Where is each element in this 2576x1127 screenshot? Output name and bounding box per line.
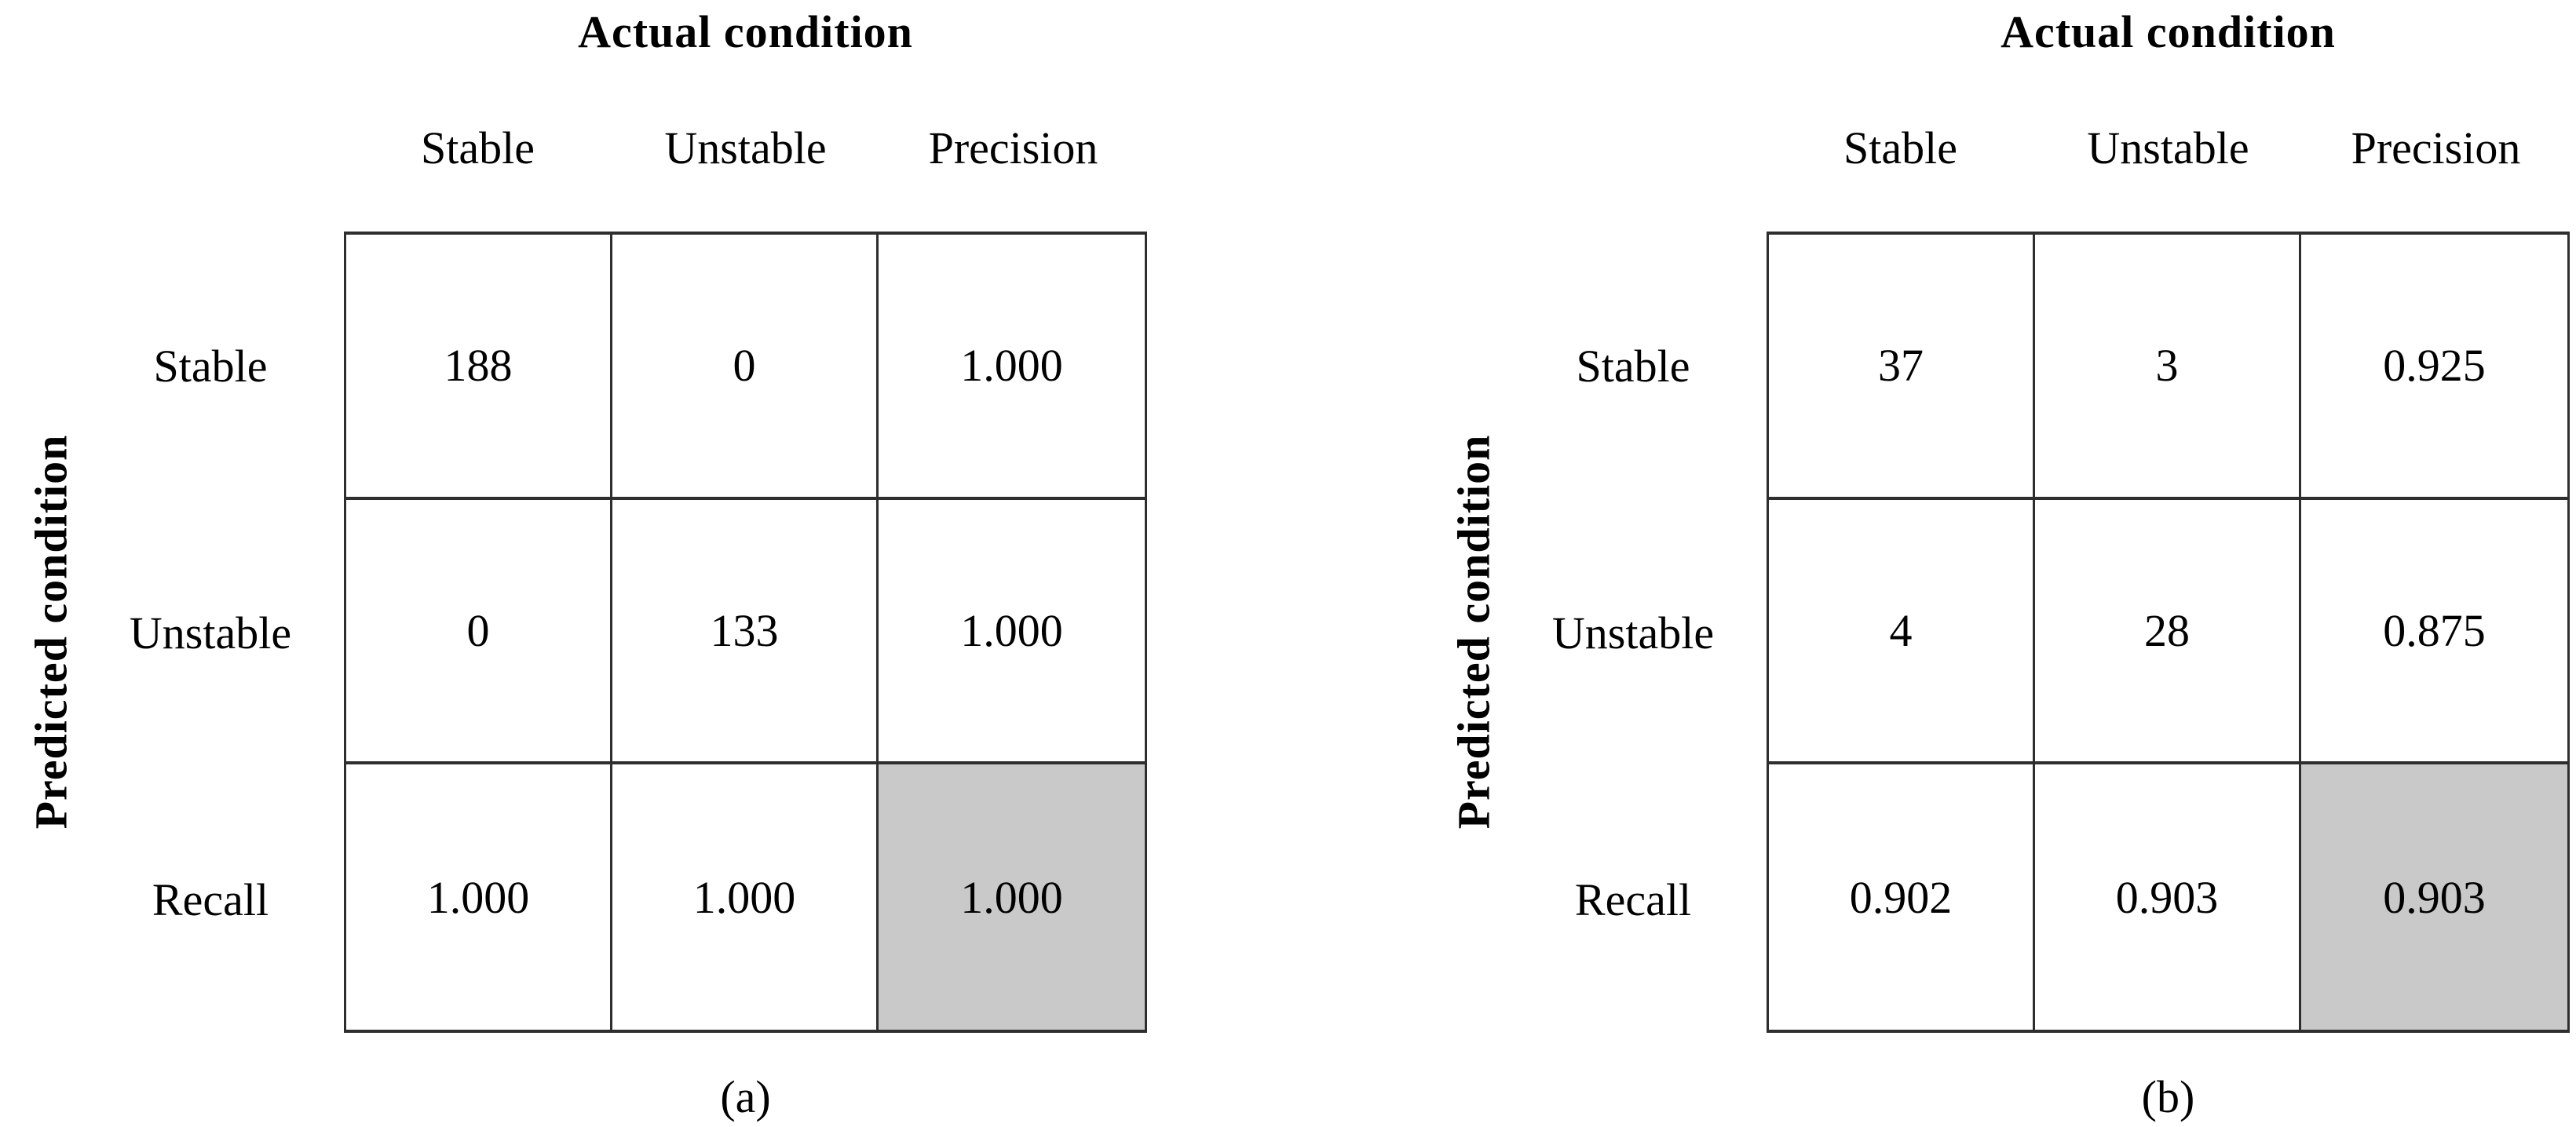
row-label-recall-a: Recall [152, 874, 269, 925]
row-label-unstable-a: Unstable [129, 607, 292, 658]
matrix-cell-b-r2c2-accuracy: 0.903 [2301, 764, 2567, 1030]
matrix-cell-a-r0c0: 188 [346, 235, 612, 500]
caption-b: (b) [2141, 1070, 2195, 1122]
matrix-cell-a-r1c1: 133 [612, 499, 879, 765]
matrix-cell-a-r1c0: 0 [346, 499, 612, 765]
matrix-cell-a-r2c0: 1.000 [346, 764, 612, 1030]
column-header-precision-a: Precision [928, 122, 1098, 173]
column-headers-a: Stable Unstable Precision [344, 116, 1147, 179]
matrix-cell-b-r2c1: 0.903 [2035, 764, 2301, 1030]
row-label-stable-a: Stable [153, 340, 268, 392]
column-header-precision-b: Precision [2351, 122, 2521, 173]
column-headers-b: Stable Unstable Precision [1767, 116, 2570, 179]
confusion-matrix-b: 37 3 0.925 4 28 0.875 0.902 0.903 0.903 [1767, 232, 2570, 1033]
actual-condition-title-a: Actual condition [578, 5, 913, 57]
matrix-cell-a-r2c1: 1.000 [612, 764, 879, 1030]
matrix-cell-a-r0c1: 0 [612, 235, 879, 500]
row-label-stable-b: Stable [1576, 340, 1690, 392]
matrix-cell-b-r0c2: 0.925 [2301, 235, 2567, 500]
panel-b: Actual condition Predicted condition Sta… [1423, 0, 2576, 1127]
column-header-unstable-b: Unstable [2087, 122, 2249, 173]
column-header-stable-b: Stable [1843, 122, 1957, 173]
predicted-condition-label-b: Predicted condition [1448, 434, 1500, 830]
caption-a: (a) [720, 1070, 771, 1122]
matrix-cell-b-r0c0: 37 [1769, 235, 2035, 500]
row-label-unstable-b: Unstable [1551, 607, 1715, 658]
actual-condition-title-b: Actual condition [2001, 5, 2336, 57]
matrix-cell-b-r1c2: 0.875 [2301, 500, 2567, 765]
matrix-cell-a-r2c2-accuracy: 1.000 [879, 764, 1145, 1030]
matrix-cell-b-r0c1: 3 [2035, 235, 2301, 500]
confusion-matrix-a: 188 0 1.000 0 133 1.000 1.000 1.000 1.00… [344, 232, 1147, 1033]
matrix-cell-b-r1c1: 28 [2035, 499, 2301, 765]
matrix-cell-a-r1c2: 1.000 [879, 500, 1145, 765]
matrix-cell-b-r2c0: 0.902 [1769, 764, 2035, 1030]
row-label-recall-b: Recall [1574, 874, 1692, 925]
column-header-unstable-a: Unstable [664, 122, 827, 173]
matrix-cell-b-r1c0: 4 [1769, 499, 2035, 765]
predicted-condition-label-a: Predicted condition [25, 434, 77, 830]
column-header-stable-a: Stable [421, 122, 535, 173]
matrix-cell-a-r0c2: 1.000 [879, 235, 1145, 500]
panel-a: Actual condition Predicted condition Sta… [25, 5, 1147, 1122]
